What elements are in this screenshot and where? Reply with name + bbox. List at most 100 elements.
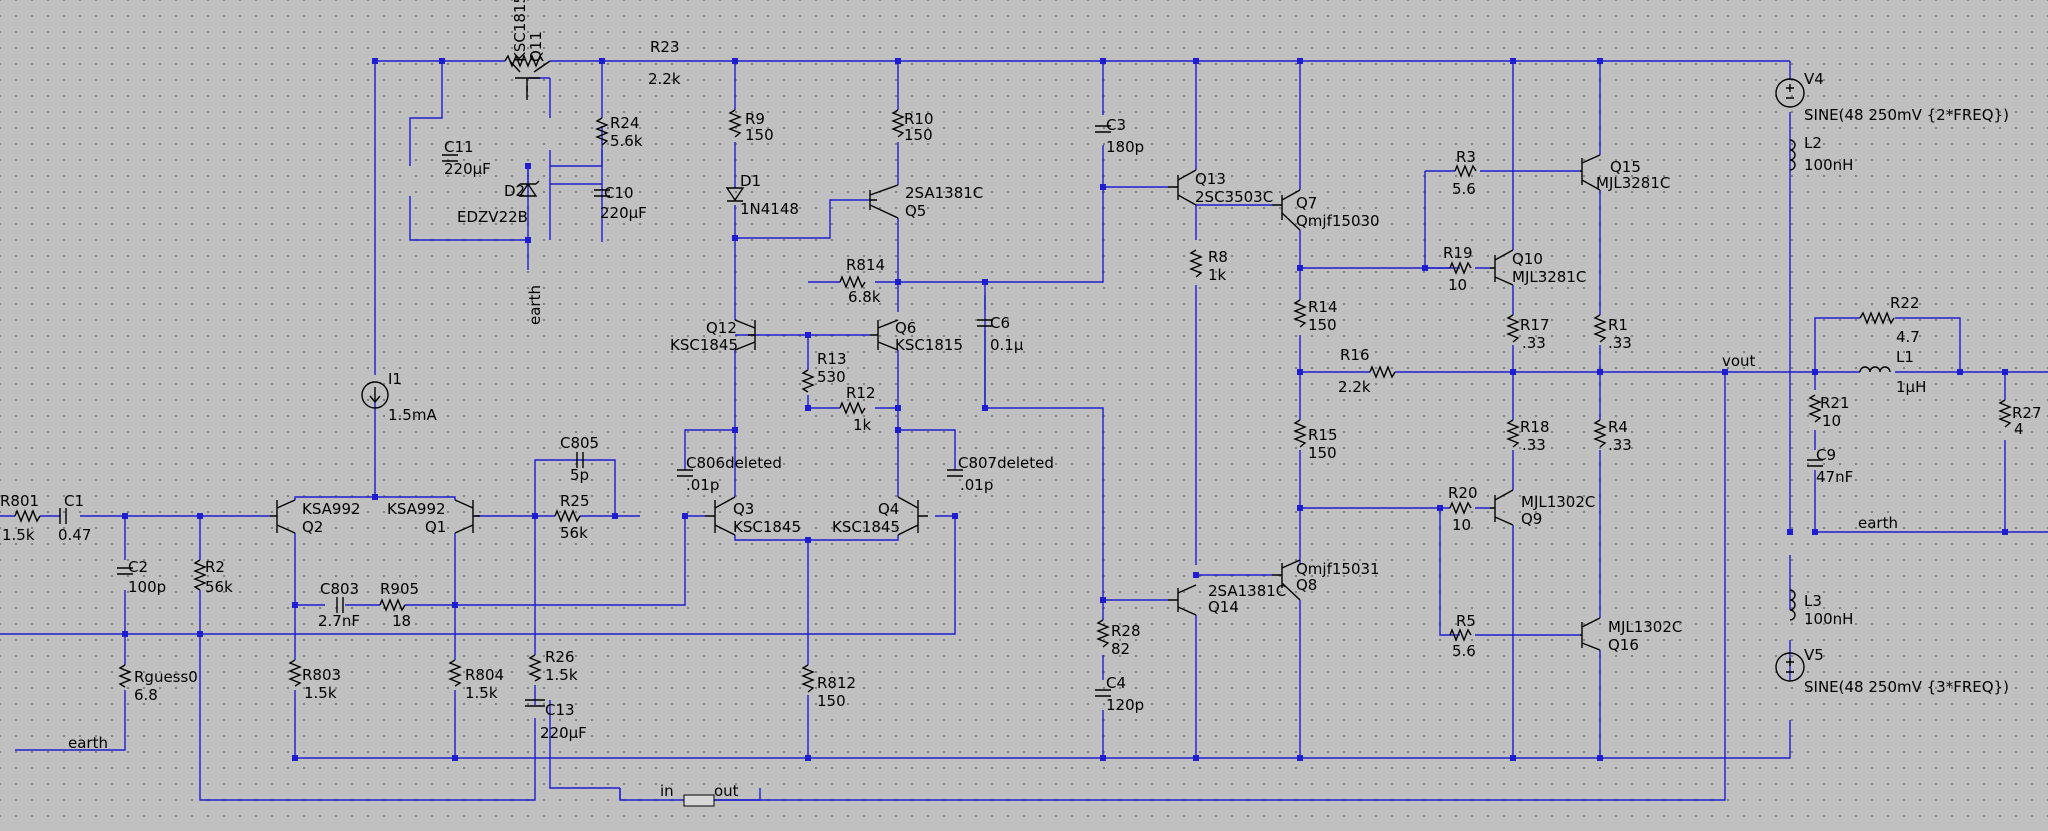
label-R13: R13 [817,350,847,368]
vout-label: vout [1722,352,1756,370]
label-C9: C9 [1816,446,1836,464]
block-out-label: out [714,782,739,800]
label-R15: R15 [1308,426,1338,444]
value-R13: 530 [817,368,846,386]
value-Q6: KSC1815 [895,336,963,354]
value-C9: 47nF [1816,468,1853,486]
earth-label-1: earth [68,734,108,752]
label-R26: R26 [545,648,575,666]
value-R18: .33 [1522,436,1546,454]
label-R801: R801 [0,492,39,510]
label-C805: C805 [560,434,599,452]
label-C4: C4 [1106,674,1126,692]
label-I1: I1 [388,370,402,388]
label-C6: C6 [990,314,1010,332]
label-L1: L1 [1896,348,1914,366]
value-R4: .33 [1608,436,1632,454]
label-Q7: Q7 [1296,194,1317,212]
label-R8: R8 [1208,248,1228,266]
label-Q13: Q13 [1195,170,1226,188]
value-R10: 150 [904,126,933,144]
label-C3: C3 [1106,116,1126,134]
label-Rguess0: Rguess0 [134,668,198,686]
value-Q14: Q14 [1208,598,1239,616]
value-R23: 2.2k [648,70,681,88]
label-C803: C803 [320,580,359,598]
label-C807: C807deleted [958,454,1054,472]
label-Q6: Q6 [895,319,916,337]
value-L3: 100nH [1804,610,1853,628]
value-Q15: MJL3281C [1596,174,1670,192]
value-R27: 4 [2014,420,2024,438]
value-V4: SINE(48 250mV {2*FREQ}) [1804,106,2009,124]
value-R801: 1.5k [2,526,35,544]
label-R804: R804 [465,666,504,684]
value-R21: 10 [1822,412,1841,430]
value-Q16: Q16 [1608,636,1639,654]
value-Q1: Q1 [425,518,446,536]
value-R14: 150 [1308,316,1337,334]
label-R1: R1 [1608,316,1628,334]
label-R814: R814 [846,256,885,274]
value-C807: .01p [960,476,993,494]
label-C1: C1 [64,492,84,510]
value-Q3: KSC1845 [733,518,801,536]
label-Q5: 2SA1381C [905,184,983,202]
value-Q5: Q5 [905,202,926,220]
label-R803: R803 [302,666,341,684]
label-Q14: 2SA1381C [1208,582,1286,600]
value-Q7: Qmjf15030 [1296,212,1380,230]
label-Q3: Q3 [733,500,754,518]
label-R4: R4 [1608,418,1628,436]
value-R1: .33 [1608,334,1632,352]
value-Q4: KSC1845 [832,518,900,536]
value-R905: 18 [392,612,411,630]
label-L2: L2 [1804,134,1822,152]
value-L2: 100nH [1804,156,1853,174]
block-in-label: in [660,782,674,800]
label-R27: R27 [2012,404,2042,422]
value-R9: 150 [745,126,774,144]
label-Q1: KSA992 [387,500,446,518]
label-C806: C806deleted [686,454,782,472]
label-D2: D2 [504,182,525,200]
label-R16: R16 [1340,346,1370,364]
value-R12: 1k [853,416,872,434]
value-Q2: Q2 [302,518,323,536]
value-C4: 120p [1106,696,1144,714]
label-V4: V4 [1804,70,1824,88]
value-R20: 10 [1452,516,1471,534]
value-R17: .33 [1522,334,1546,352]
label-Q15: Q15 [1610,158,1641,176]
value-C805: 5p [570,466,589,484]
value-C11: 220µF [444,160,491,178]
value-Q10: MJL3281C [1512,268,1586,286]
label-R5: R5 [1456,612,1476,630]
value-R24: 5.6k [610,132,643,150]
value-R15: 150 [1308,444,1337,462]
label-L3: L3 [1804,592,1822,610]
label-C10: C10 [604,184,634,202]
label-R10: R10 [904,110,934,128]
value-V5: SINE(48 250mV {3*FREQ}) [1804,678,2009,696]
value-R25: 56k [560,524,588,542]
label-D1: D1 [740,172,761,190]
value-R26: 1.5k [545,666,578,684]
value-C10: 220µF [600,204,647,222]
value-L1: 1µH [1896,378,1926,396]
label-R20: R20 [1448,484,1478,502]
earth-label-3: earth [1858,514,1898,532]
label-Q10: Q10 [1512,250,1543,268]
value-D2: EDZV22B [457,208,528,226]
value-I1: 1.5mA [388,406,437,424]
value-C3: 180p [1106,138,1144,156]
earth-label-2: earth [526,285,544,325]
label-Q9: MJL1302C [1521,493,1595,511]
value-C806: .01p [686,476,719,494]
label-R25: R25 [560,492,590,510]
label-R905: R905 [380,580,419,598]
wires [0,60,2048,801]
label-C2: C2 [128,558,148,576]
